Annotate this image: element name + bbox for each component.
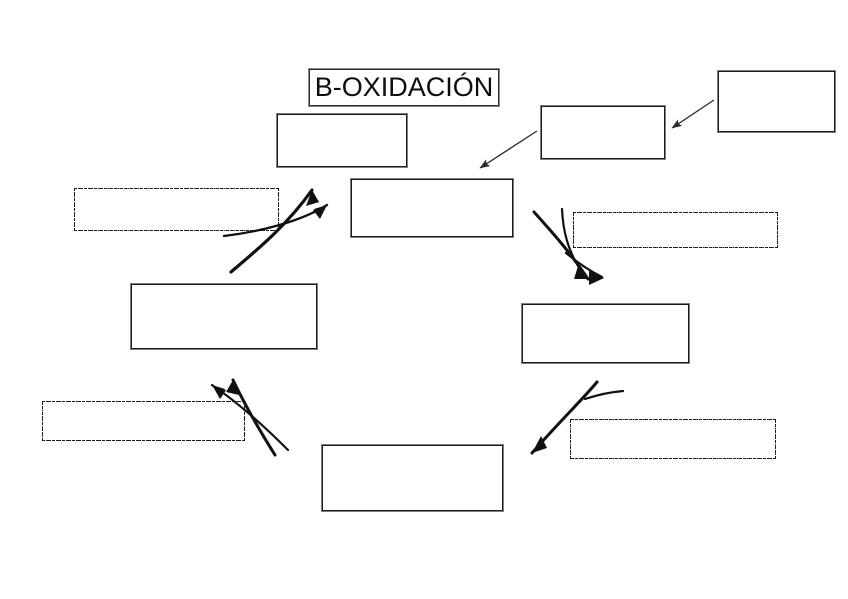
dashbox-lower-right-label (571, 420, 775, 458)
box-bottom-label (322, 445, 503, 511)
dashbox-lower-left[interactable] (42, 401, 245, 441)
box-far-right-label (718, 71, 835, 132)
box-upper-left-label (277, 114, 407, 167)
box-right-top-label (541, 106, 665, 159)
page-title: B-OXIDACIÓN (314, 72, 494, 102)
box-center-top[interactable] (350, 178, 514, 238)
box-far-right[interactable] (717, 70, 836, 133)
box-upper-left[interactable] (276, 113, 408, 168)
box-center-top-label (351, 179, 513, 237)
box-right-top[interactable] (540, 105, 666, 160)
dashbox-upper-right[interactable] (573, 212, 778, 248)
arrow-right-top-to-center (479, 130, 538, 169)
dashbox-upper-left[interactable] (74, 188, 279, 231)
dashbox-lower-left-label (43, 402, 244, 440)
dashbox-lower-right[interactable] (570, 419, 776, 459)
box-right-middle[interactable] (521, 303, 690, 364)
dashbox-upper-left-label (75, 189, 278, 230)
box-right-middle-label (522, 304, 689, 363)
box-left-middle-label (131, 284, 317, 349)
diagram-title-box: B-OXIDACIÓN (308, 68, 500, 107)
box-bottom[interactable] (321, 444, 504, 512)
arrow-far-right-to-right-top (671, 99, 715, 129)
box-left-middle[interactable] (130, 283, 318, 350)
dashbox-upper-right-label (574, 213, 777, 247)
